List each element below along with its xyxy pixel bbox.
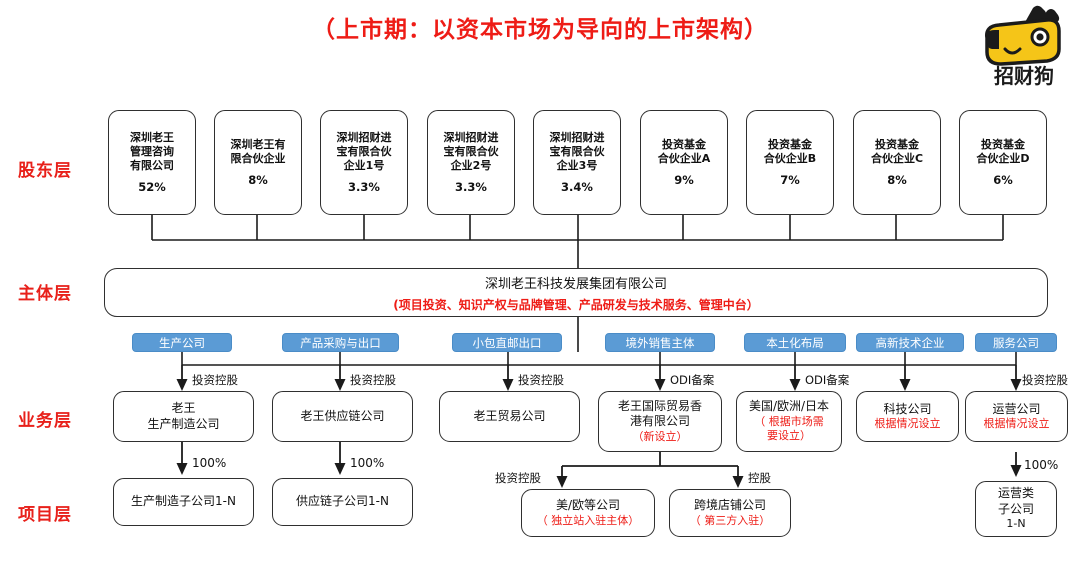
caption-b2p-4: 控股 bbox=[748, 471, 771, 485]
shareholder-pct-3: 3.3% bbox=[348, 179, 380, 194]
project-name-2: 供应链子公司1-N bbox=[296, 494, 389, 509]
business-name-2: 老王供应链公司 bbox=[300, 408, 385, 423]
shareholder-box-8[interactable]: 投资基金 合伙企业C 8% bbox=[853, 110, 941, 215]
shareholder-box-2[interactable]: 深圳老王有 限合伙企业 8% bbox=[214, 110, 302, 215]
caption-e2b-1: 投资控股 bbox=[192, 373, 238, 387]
page-title-text: （上市期：以资本市场为导向的上市架构） bbox=[312, 17, 768, 43]
shareholder-box-3[interactable]: 深圳招财进 宝有限合伙 企业1号 3.3% bbox=[320, 110, 408, 215]
project-name-4: 跨境店铺公司 bbox=[693, 498, 766, 513]
shareholder-name-7: 投资基金 合伙企业B bbox=[763, 137, 817, 165]
shareholder-pct-8: 8% bbox=[887, 172, 907, 187]
project-box-manufacturing-subs[interactable]: 生产制造子公司1-N bbox=[113, 478, 254, 526]
business-box-supplychain[interactable]: 老王供应链公司 bbox=[272, 391, 413, 442]
shareholder-box-6[interactable]: 投资基金 合伙企业A 9% bbox=[640, 110, 728, 215]
project-name-3: 美/欧等公司 bbox=[555, 498, 621, 513]
tag-small-parcel-export[interactable]: 小包直邮出口 bbox=[452, 333, 562, 352]
caption-b2p-5: 100% bbox=[1024, 458, 1059, 472]
main-entity-name: 深圳老王科技发展集团有限公司 bbox=[484, 276, 667, 292]
business-note-4: （新设立） bbox=[632, 429, 688, 443]
business-name-6: 科技公司 bbox=[883, 401, 932, 416]
business-box-trading[interactable]: 老王贸易公司 bbox=[439, 391, 580, 442]
shareholder-name-9: 投资基金 合伙企业D bbox=[976, 137, 1030, 165]
shareholder-box-5[interactable]: 深圳招财进 宝有限合伙 企业3号 3.4% bbox=[533, 110, 621, 215]
business-box-hongkong[interactable]: 老王国际贸易香 港有限公司 （新设立） bbox=[598, 391, 722, 452]
tag-service-company[interactable]: 服务公司 bbox=[975, 333, 1057, 352]
business-box-overseas[interactable]: 美国/欧洲/日本 （ 根据市场需 要设立） bbox=[736, 391, 842, 452]
shareholder-box-9[interactable]: 投资基金 合伙企业D 6% bbox=[959, 110, 1047, 215]
tag-overseas-sales[interactable]: 境外销售主体 bbox=[605, 333, 715, 352]
shareholder-name-8: 投资基金 合伙企业C bbox=[870, 137, 924, 165]
shareholder-pct-9: 6% bbox=[993, 172, 1013, 187]
shareholder-box-4[interactable]: 深圳招财进 宝有限合伙 企业2号 3.3% bbox=[427, 110, 515, 215]
business-note-5: （ 根据市场需 要设立） bbox=[754, 415, 824, 443]
tag-procurement-export[interactable]: 产品采购与出口 bbox=[282, 333, 399, 352]
shareholder-pct-5: 3.4% bbox=[561, 179, 593, 194]
project-note-4: （ 第三方入驻） bbox=[689, 513, 771, 527]
page-title: （上市期：以资本市场为导向的上市架构） bbox=[0, 10, 1080, 44]
shareholder-pct-4: 3.3% bbox=[455, 179, 487, 194]
zhaocaigou-logo: 招财狗 bbox=[975, 4, 1073, 88]
business-note-6: 根据情况设立 bbox=[874, 417, 941, 431]
caption-b2p-3: 投资控股 bbox=[495, 471, 541, 485]
shareholder-name-3: 深圳招财进 宝有限合伙 企业1号 bbox=[336, 130, 392, 172]
project-box-us-eu-company[interactable]: 美/欧等公司 （ 独立站入驻主体） bbox=[521, 489, 655, 537]
shareholder-name-2: 深圳老王有 限合伙企业 bbox=[230, 137, 286, 165]
shareholder-box-7[interactable]: 投资基金 合伙企业B 7% bbox=[746, 110, 834, 215]
layer-label-entity: 主体层 bbox=[18, 284, 72, 304]
shareholder-name-1: 深圳老王 管理咨询 有限公司 bbox=[130, 130, 174, 172]
shareholder-pct-7: 7% bbox=[780, 172, 800, 187]
project-name-5: 运营类 子公司 bbox=[997, 486, 1034, 516]
caption-b2p-1: 100% bbox=[192, 456, 227, 470]
project-box-supplychain-subs[interactable]: 供应链子公司1-N bbox=[272, 478, 413, 526]
shareholder-pct-2: 8% bbox=[248, 172, 268, 187]
main-entity-box[interactable]: 深圳老王科技发展集团有限公司 (项目投资、知识产权与品牌管理、产品研发与技术服务… bbox=[104, 268, 1048, 317]
business-note-7: 根据情况设立 bbox=[983, 417, 1050, 431]
caption-e2b-2: 投资控股 bbox=[350, 373, 396, 387]
main-entity-scope: (项目投资、知识产权与品牌管理、产品研发与技术服务、管理中台） bbox=[393, 297, 759, 312]
shareholder-name-6: 投资基金 合伙企业A bbox=[657, 137, 711, 165]
layer-label-shareholder: 股东层 bbox=[18, 161, 72, 181]
business-box-manufacturing[interactable]: 老王 生产制造公司 bbox=[113, 391, 254, 442]
layer-label-project: 项目层 bbox=[18, 505, 72, 525]
project-note-3: （ 独立站入驻主体） bbox=[536, 513, 640, 527]
caption-b2p-2: 100% bbox=[350, 456, 385, 470]
project-box-operation-subs[interactable]: 运营类 子公司 1-N bbox=[975, 481, 1057, 537]
business-name-5: 美国/欧洲/日本 bbox=[748, 399, 830, 414]
business-box-operations[interactable]: 运营公司 根据情况设立 bbox=[965, 391, 1068, 442]
business-box-technology[interactable]: 科技公司 根据情况设立 bbox=[856, 391, 959, 442]
caption-e2b-7: 投资控股 bbox=[1022, 373, 1068, 387]
shareholder-name-5: 深圳招财进 宝有限合伙 企业3号 bbox=[549, 130, 605, 172]
caption-e2b-3: 投资控股 bbox=[518, 373, 564, 387]
project-box-crossborder-shop[interactable]: 跨境店铺公司 （ 第三方入驻） bbox=[669, 489, 791, 537]
caption-e2b-5: ODI备案 bbox=[805, 373, 850, 387]
caption-e2b-4: ODI备案 bbox=[670, 373, 715, 387]
layer-label-business: 业务层 bbox=[18, 411, 72, 431]
shareholder-pct-6: 9% bbox=[674, 172, 694, 187]
business-name-4: 老王国际贸易香 港有限公司 bbox=[617, 398, 702, 429]
business-name-7: 运营公司 bbox=[992, 401, 1041, 416]
project-range-5: 1-N bbox=[1006, 517, 1026, 531]
business-name-3: 老王贸易公司 bbox=[473, 408, 546, 423]
business-name-1: 老王 生产制造公司 bbox=[147, 400, 220, 431]
shareholder-box-1[interactable]: 深圳老王 管理咨询 有限公司 52% bbox=[108, 110, 196, 215]
logo-wordmark: 招财狗 bbox=[994, 64, 1054, 88]
tag-production-company[interactable]: 生产公司 bbox=[132, 333, 232, 352]
project-name-1: 生产制造子公司1-N bbox=[131, 494, 236, 509]
tag-hightech-enterprise[interactable]: 高新技术企业 bbox=[856, 333, 964, 352]
tag-localization[interactable]: 本土化布局 bbox=[744, 333, 846, 352]
shareholder-name-4: 深圳招财进 宝有限合伙 企业2号 bbox=[443, 130, 499, 172]
shareholder-pct-1: 52% bbox=[138, 179, 166, 194]
